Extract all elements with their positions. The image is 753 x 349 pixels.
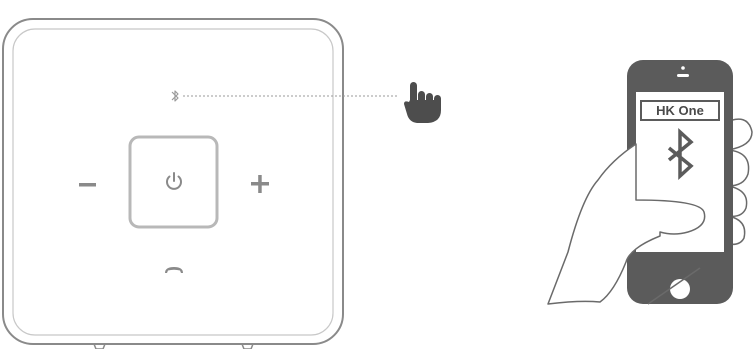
hand-holding-phone: HK One [548, 60, 752, 304]
speaker [3, 19, 343, 349]
phone-earpiece [677, 74, 689, 77]
power-button[interactable] [130, 137, 217, 227]
minus-icon[interactable] [79, 183, 96, 187]
screen-label: HK One [656, 103, 704, 118]
phone-camera [681, 66, 685, 70]
pointing-hand-icon [404, 82, 441, 123]
